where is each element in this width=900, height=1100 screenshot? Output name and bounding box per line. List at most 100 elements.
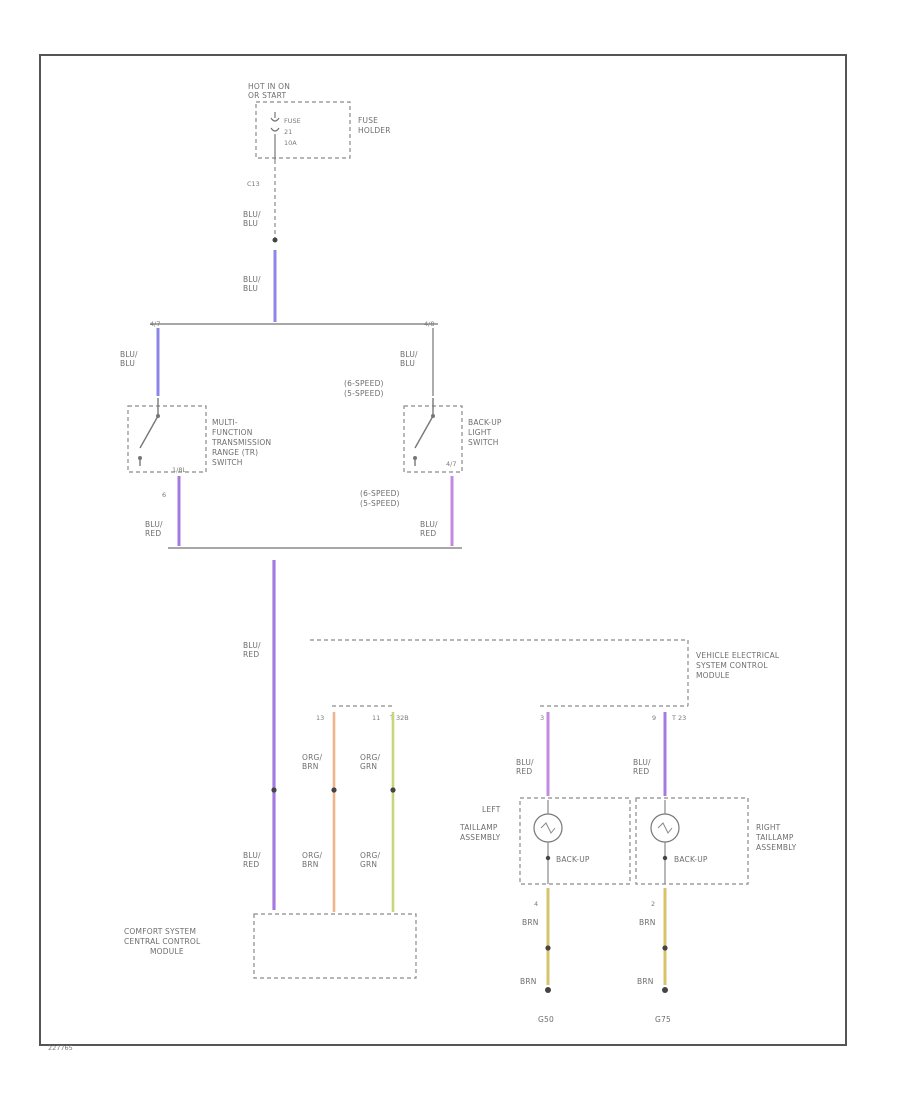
wire-label-blu-4b: BLU	[400, 359, 415, 368]
switch-left-contact-icon	[139, 398, 159, 466]
wire-label-blu-4a: BLU/	[400, 350, 418, 359]
wire-label-blu-3b: BLU	[120, 359, 135, 368]
switch-left-name-2: FUNCTION	[212, 428, 253, 437]
switch-left-name-5: SWITCH	[212, 458, 243, 467]
left-ground-node	[545, 945, 551, 951]
diagram-frame	[39, 54, 847, 1046]
left-ground-id: G50	[538, 1015, 554, 1024]
right-lamp-node	[662, 855, 668, 861]
right-ground-node	[662, 945, 668, 951]
left-taillamp-name-2: TAILLAMP	[459, 823, 498, 832]
right-ground-pin: 2	[651, 900, 655, 908]
wire-label-blu-3a: BLU/	[120, 350, 138, 359]
right-ground-id: G75	[655, 1015, 671, 1024]
vescm-pin-right: 9	[652, 714, 656, 722]
fuse-holder: HOT IN ON OR START FUSE 21 10A FUSE HOLD…	[247, 82, 391, 188]
wire-label-blured-6b: RED	[633, 767, 649, 776]
fuse-icon	[270, 112, 280, 160]
wire-label-blured-1b: RED	[145, 529, 161, 538]
switch-left-pin-num: 6	[162, 491, 166, 499]
wire-label-blured-3b: RED	[243, 650, 259, 659]
wire-label-blu-1b: BLU	[243, 219, 258, 228]
right-taillamp-name-1: RIGHT	[756, 823, 781, 832]
connector-node-org-grn	[390, 787, 396, 793]
left-ground-icon	[545, 987, 551, 993]
switch-right-speed-b: (5-SPEED)	[344, 389, 384, 398]
switch-right-pin-bot: 4/7	[446, 460, 456, 468]
vescm-connector: T 23	[671, 714, 686, 722]
vescm-name-1: VEHICLE ELECTRICAL	[696, 651, 780, 660]
wire-label-orggrn-2a: ORG/	[360, 851, 381, 860]
fuse-text-3: 10A	[284, 139, 297, 147]
wire-label-blured-5b: RED	[516, 767, 532, 776]
wire-label-blu-2a: BLU/	[243, 275, 261, 284]
wire-label-blu-1a: BLU/	[243, 210, 261, 219]
diagram-code: 227765	[48, 1044, 73, 1052]
switch-left-pin-bot: 1/8L	[172, 466, 186, 474]
wire-label-blu-2b: BLU	[243, 284, 258, 293]
wire-label-blured-4b: RED	[243, 860, 259, 869]
connector-node-main	[271, 787, 277, 793]
comfort-pin-b: 11	[372, 714, 380, 722]
vescm-name-2: SYSTEM CONTROL	[696, 661, 768, 670]
wire-label-brn-2: BRN	[639, 918, 656, 927]
comfort-connector: T 32B	[389, 714, 409, 722]
vescm-name-3: MODULE	[696, 671, 730, 680]
wire-label-blured-6a: BLU/	[633, 758, 651, 767]
hot-label-2: OR START	[248, 91, 286, 100]
wire-label-brn-4: BRN	[637, 977, 654, 986]
wire-label-orgbrn-1a: ORG/	[302, 753, 323, 762]
fuse-terminal: C13	[247, 180, 260, 188]
comfort-name-2: CENTRAL CONTROL	[124, 937, 201, 946]
switch-left-name-1: MULTI-	[212, 418, 238, 427]
switch-right-name-3: SWITCH	[468, 438, 499, 447]
wire-label-orgbrn-2b: BRN	[302, 860, 319, 869]
switch-right-speed-a: (6-SPEED)	[344, 379, 384, 388]
fuse-holder-label-1: FUSE	[358, 116, 378, 125]
switch-left-pin-top: 4/7	[150, 320, 160, 328]
right-ground-icon	[662, 987, 668, 993]
left-taillamp-name-1: LEFT	[482, 805, 501, 814]
comfort-name-3: MODULE	[150, 947, 184, 956]
left-backup-label: BACK-UP	[556, 855, 590, 864]
fuse-holder-label-2: HOLDER	[358, 126, 391, 135]
wire-label-blured-5a: BLU/	[516, 758, 534, 767]
switch-left-name-3: TRANSMISSION	[211, 438, 271, 447]
switch-right-contact-icon	[414, 398, 434, 466]
left-lamp-node	[545, 855, 551, 861]
switch-right-pin-top: 4/8	[424, 320, 434, 328]
left-ground-pin: 4	[534, 900, 538, 908]
wire-label-blured-2a: BLU/	[420, 520, 438, 529]
wire-label-brn-1: BRN	[522, 918, 539, 927]
wire-label-orggrn-1b: GRN	[360, 762, 377, 771]
left-taillamp-name-3: ASSEMBLY	[460, 833, 501, 842]
vescm-pin-left: 3	[540, 714, 544, 722]
left-taillamp-box	[519, 797, 631, 885]
wire-label-blured-1a: BLU/	[145, 520, 163, 529]
wire-label-blured-2b: RED	[420, 529, 436, 538]
wire-label-blured-4a: BLU/	[243, 851, 261, 860]
comfort-pin-a: 13	[316, 714, 324, 722]
wire-label-orggrn-2b: GRN	[360, 860, 377, 869]
splice-node	[272, 237, 278, 243]
switch-left-name-4: RANGE (TR)	[212, 448, 258, 457]
right-taillamp-name-3: ASSEMBLY	[756, 843, 797, 852]
hot-label-1: HOT IN ON	[248, 82, 290, 91]
wire-label-blured-3a: BLU/	[243, 641, 261, 650]
wire-label-brn-3: BRN	[520, 977, 537, 986]
wire-label-orgbrn-1b: BRN	[302, 762, 319, 771]
switch-right-name-2: LIGHT	[468, 428, 492, 437]
right-backup-label: BACK-UP	[674, 855, 708, 864]
fuse-text-2: 21	[284, 128, 292, 136]
comfort-module-box	[253, 913, 417, 979]
switch-right-speed-d: (5-SPEED)	[360, 499, 400, 508]
switch-left-box	[127, 405, 207, 473]
switch-right-speed-c: (6-SPEED)	[360, 489, 400, 498]
fuse-holder-box	[255, 101, 351, 159]
connector-node-org-brn	[331, 787, 337, 793]
wire-label-orgbrn-2a: ORG/	[302, 851, 323, 860]
wire-label-orggrn-1a: ORG/	[360, 753, 381, 762]
fuse-text-1: FUSE	[284, 117, 301, 125]
right-taillamp-box	[635, 797, 749, 885]
